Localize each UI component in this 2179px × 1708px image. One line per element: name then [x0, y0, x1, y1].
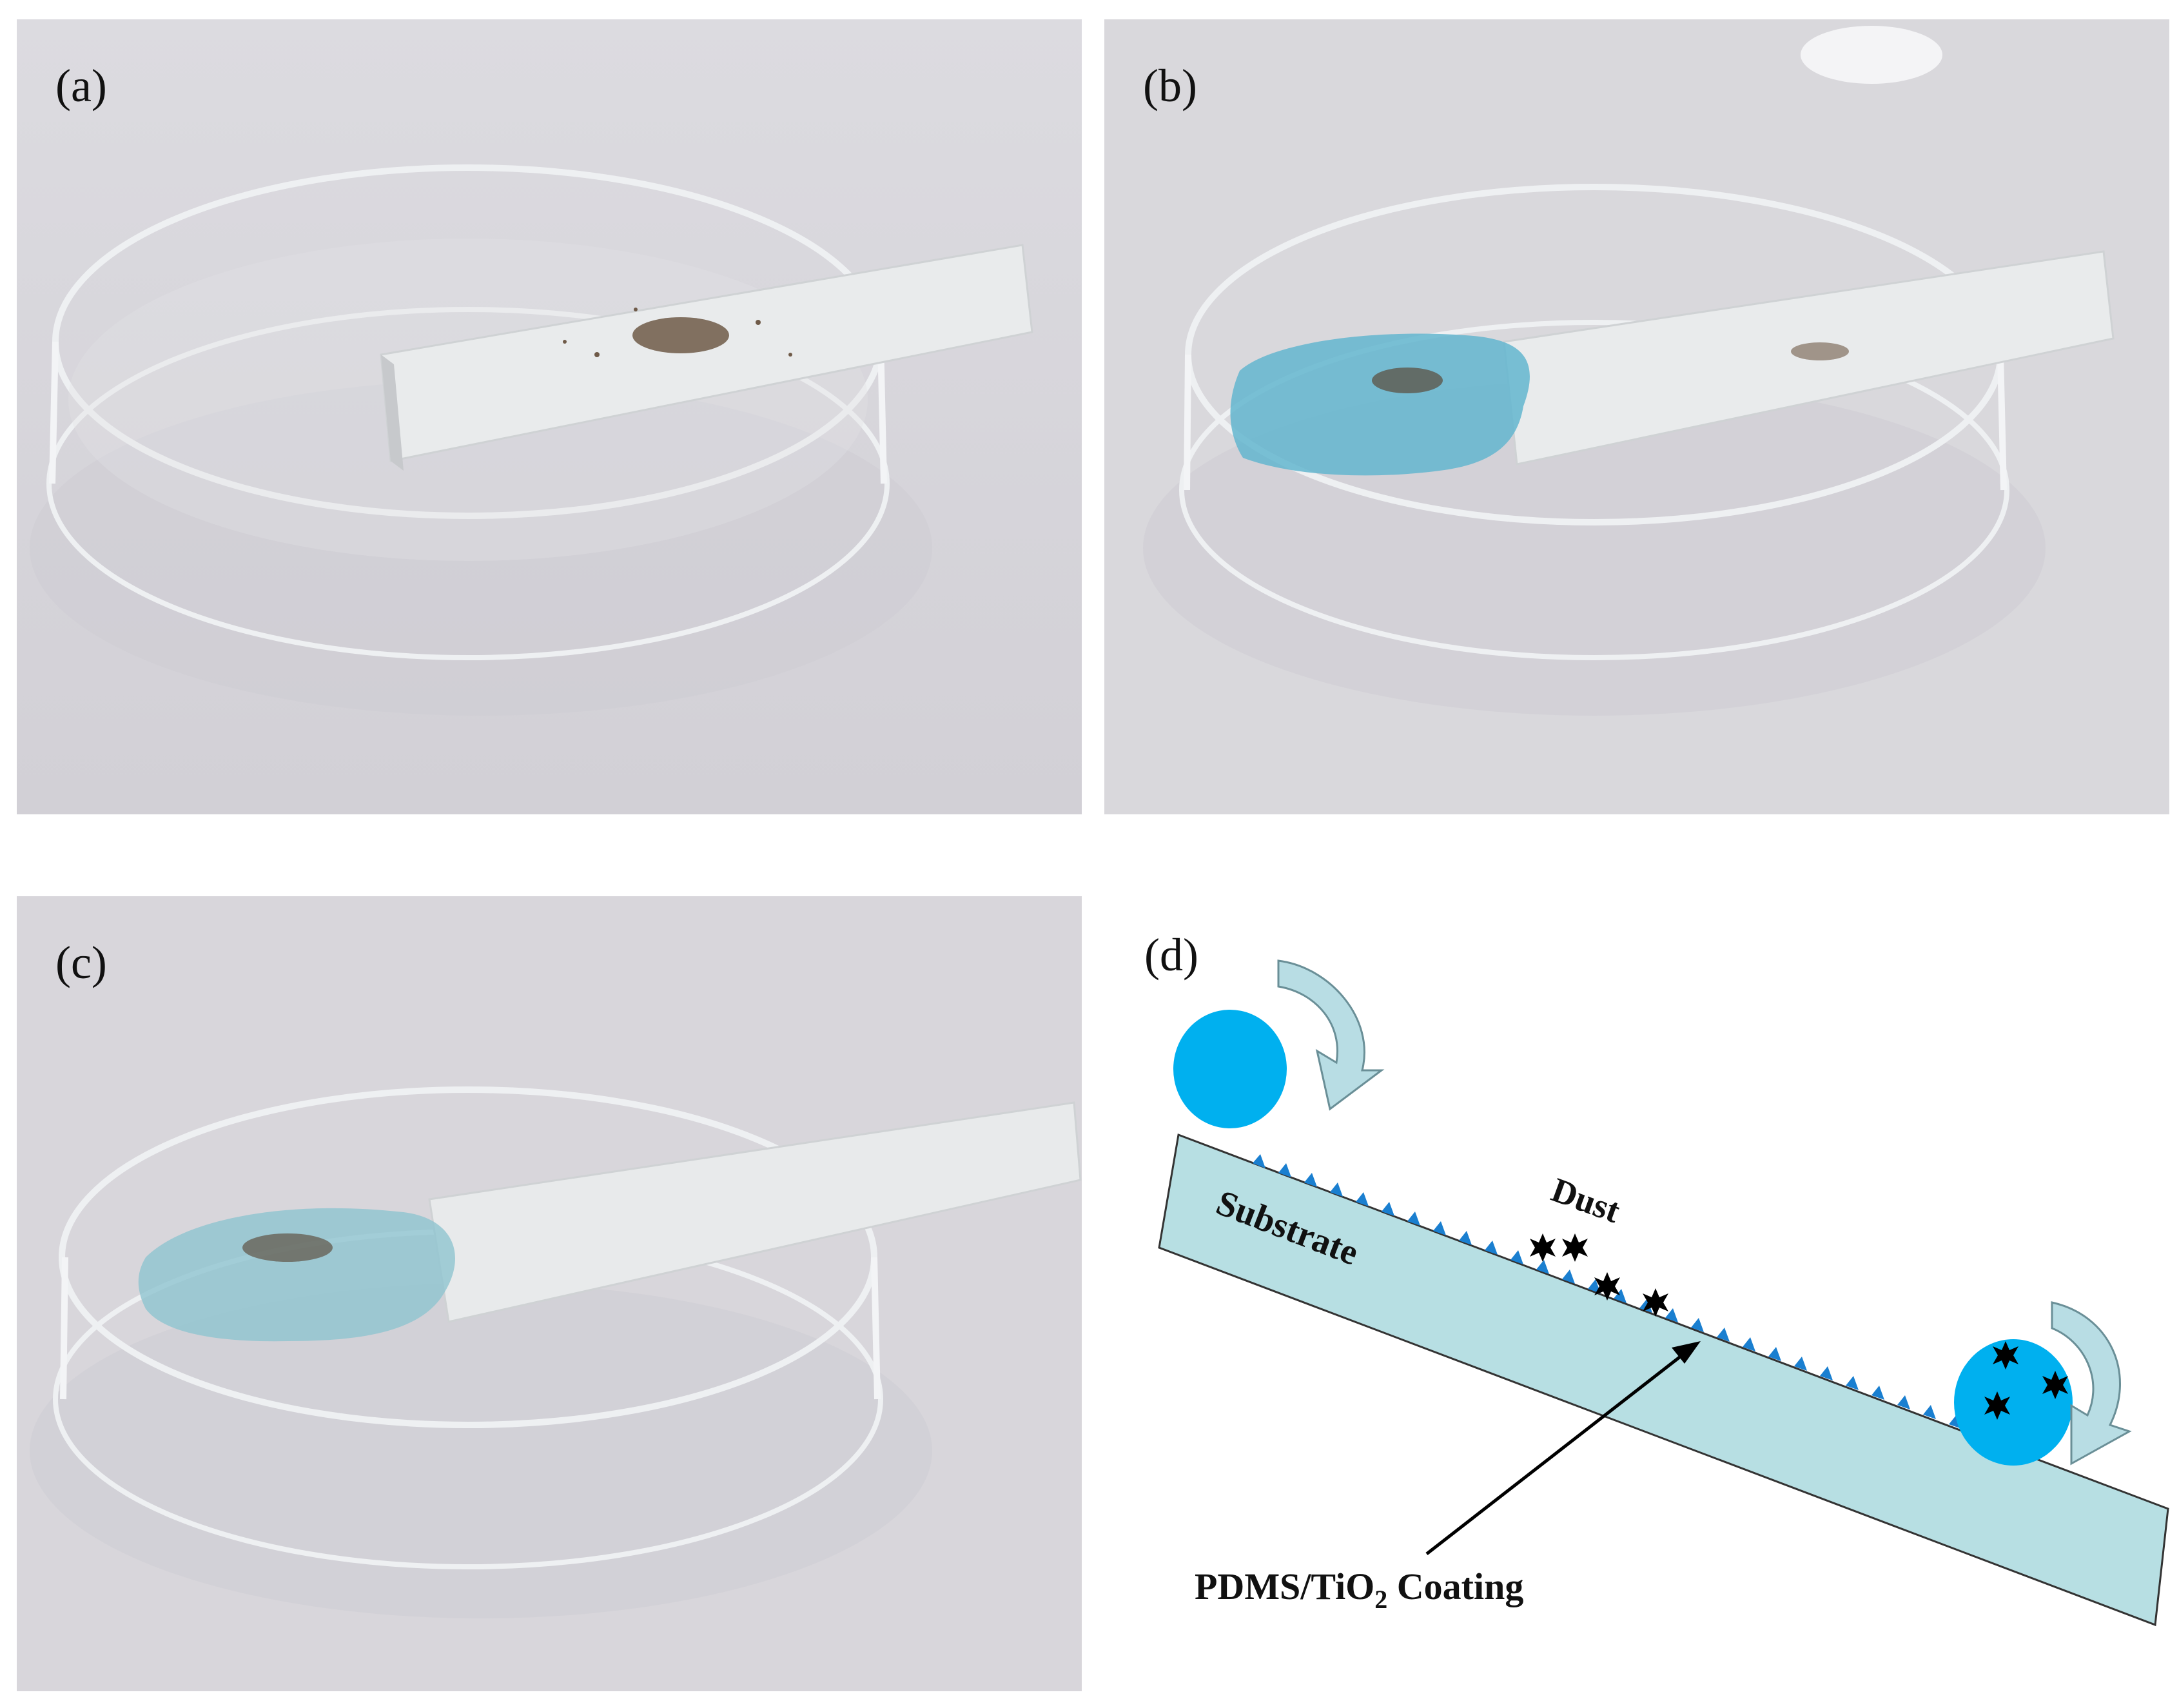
- dusty-water-droplet: [1954, 1339, 2073, 1466]
- panel-label-b: (b): [1143, 60, 1197, 112]
- coating-teeth: [1253, 1154, 1962, 1429]
- photo-panel-c: (c): [17, 896, 1082, 1691]
- petri-dish-photo-c: [17, 896, 1082, 1691]
- panel-label-d: (d): [1144, 929, 1198, 981]
- coating-pointer-arrow: [1425, 1350, 1689, 1555]
- photo-panel-a: (a): [17, 19, 1082, 814]
- water-droplet: [138, 1208, 455, 1342]
- substrate-block: [1158, 1133, 2169, 1627]
- photo-panel-b: (b): [1104, 19, 2169, 814]
- panel-label-a: (a): [55, 60, 107, 112]
- dust-particles: [1530, 1233, 2068, 1420]
- coating-label: PDMS/TiO2 Coating: [1195, 1566, 1523, 1614]
- schematic-panel-d: Substrate Dust PDMS/TiO2 Coating (d): [1104, 896, 2169, 1691]
- dust-pile: [632, 317, 729, 353]
- panel-label-c: (c): [55, 937, 107, 988]
- petri-dish-photo-a: [17, 19, 1082, 814]
- water-droplet: [1230, 333, 1530, 476]
- rolling-arrow-top: [1277, 959, 1385, 1111]
- petri-dish-photo-b: [1104, 19, 2169, 814]
- rolling-arrow-right: [2051, 1301, 2132, 1466]
- dust-label: Dust: [1547, 1170, 1625, 1230]
- self-cleaning-schematic: Substrate Dust PDMS/TiO2 Coating: [1158, 959, 2169, 1627]
- clean-water-droplet: [1173, 1010, 1287, 1128]
